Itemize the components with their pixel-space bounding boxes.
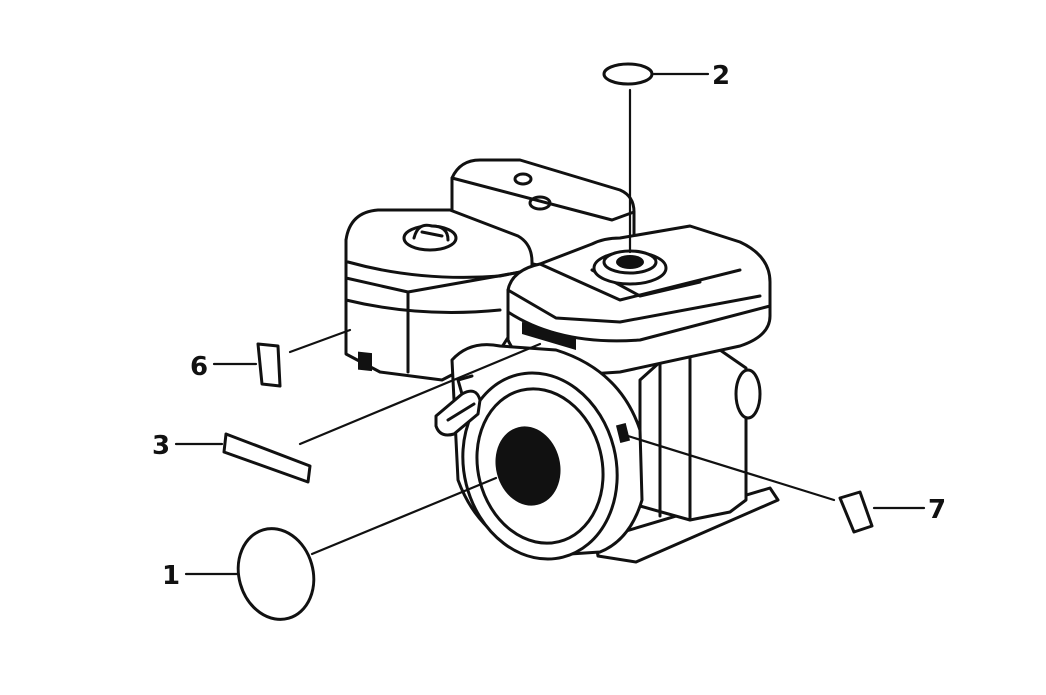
label-7-decal bbox=[615, 423, 631, 443]
callout-7: 7 bbox=[928, 495, 946, 525]
callout-1: 1 bbox=[162, 561, 180, 591]
part-6-rect-label bbox=[256, 342, 282, 388]
label-6-decal bbox=[358, 351, 372, 372]
part-2-group: 2 bbox=[602, 61, 730, 254]
recoil-starter bbox=[450, 343, 644, 561]
part-1-group: 1 bbox=[162, 476, 498, 621]
air-cleaner bbox=[344, 208, 534, 382]
callout-2: 2 bbox=[712, 61, 730, 91]
part-3-group: 3 bbox=[152, 342, 542, 484]
label-3-decal bbox=[522, 322, 576, 350]
part-1-round-label bbox=[236, 527, 316, 621]
engine-body bbox=[344, 158, 780, 564]
fuel-tank bbox=[506, 224, 772, 378]
fuel-cap bbox=[592, 249, 668, 286]
starter-grip bbox=[434, 374, 482, 437]
part-7-slanted-label bbox=[838, 490, 874, 534]
part-7-group: 7 bbox=[626, 434, 946, 534]
callout-6: 6 bbox=[190, 352, 208, 382]
part-6-group: 6 bbox=[190, 328, 352, 388]
part-3-strip-label bbox=[222, 432, 312, 484]
crankcase bbox=[638, 348, 762, 522]
callout-3: 3 bbox=[152, 431, 170, 461]
part-2-oval-label bbox=[602, 62, 654, 86]
